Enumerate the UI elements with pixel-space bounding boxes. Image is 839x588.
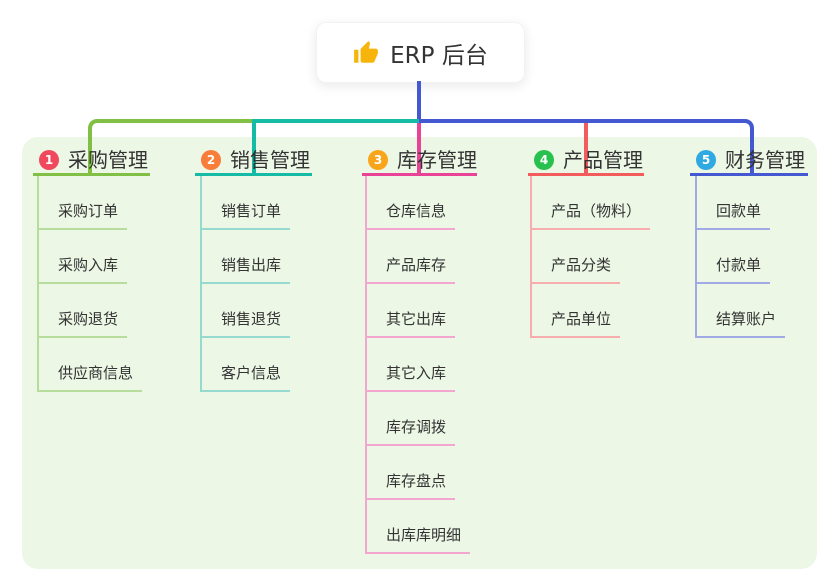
node-stock-transfer[interactable]: 库存调拨: [367, 392, 456, 446]
node-settlement-account[interactable]: 结算账户: [697, 284, 786, 338]
branch-purchase-items: 采购订单 采购入库 采购退货 供应商信息: [37, 176, 143, 392]
node-sales-order[interactable]: 销售订单: [202, 176, 291, 230]
node-other-outbound[interactable]: 其它出库: [367, 284, 456, 338]
thumbs-up-icon: [354, 40, 379, 63]
node-product-unit[interactable]: 产品单位: [532, 284, 621, 338]
connector-branch-finance: [419, 119, 754, 176]
node-outbound-detail[interactable]: 出库库明细: [367, 500, 471, 554]
branch-inventory-label: 库存管理: [397, 147, 477, 172]
node-stock-taking[interactable]: 库存盘点: [367, 446, 456, 500]
branch-inventory-items: 仓库信息 产品库存 其它出库 其它入库 库存调拨 库存盘点 出库库明细: [365, 176, 471, 554]
branches-background-panel: [22, 137, 817, 569]
badge-2: 2: [201, 149, 221, 170]
node-purchase-inbound[interactable]: 采购入库: [39, 230, 128, 284]
branch-purchase-label: 采购管理: [68, 147, 148, 172]
connector-branch-sales: [252, 119, 419, 176]
branch-inventory-header[interactable]: 3 库存管理: [362, 146, 477, 176]
branch-sales: 2 销售管理 销售订单 销售出库 销售退货 客户信息: [195, 146, 312, 392]
branch-product: 4 产品管理 产品（物料） 产品分类 产品单位: [528, 146, 651, 338]
branch-sales-header[interactable]: 2 销售管理: [195, 146, 312, 176]
node-payment-doc[interactable]: 付款单: [697, 230, 771, 284]
node-supplier-info[interactable]: 供应商信息: [39, 338, 143, 392]
connector-root-stem: [417, 81, 421, 121]
connector-branch-product: [584, 123, 588, 176]
node-purchase-return[interactable]: 采购退货: [39, 284, 128, 338]
branch-product-items: 产品（物料） 产品分类 产品单位: [530, 176, 651, 338]
branch-sales-label: 销售管理: [230, 147, 310, 172]
node-sales-return[interactable]: 销售退货: [202, 284, 291, 338]
node-other-inbound[interactable]: 其它入库: [367, 338, 456, 392]
node-sales-outbound[interactable]: 销售出库: [202, 230, 291, 284]
root-label: ERP 后台: [390, 42, 488, 69]
badge-3: 3: [368, 149, 388, 170]
badge-1: 1: [39, 149, 59, 170]
badge-5: 5: [696, 149, 716, 170]
branch-purchase: 1 采购管理 采购订单 采购入库 采购退货 供应商信息: [33, 146, 150, 392]
branch-inventory: 3 库存管理 仓库信息 产品库存 其它出库 其它入库 库存调拨 库存盘点 出库库…: [362, 146, 477, 554]
node-customer-info[interactable]: 客户信息: [202, 338, 291, 392]
root-node[interactable]: ERP 后台: [316, 22, 525, 83]
node-receipt-doc[interactable]: 回款单: [697, 176, 771, 230]
node-warehouse-info[interactable]: 仓库信息: [367, 176, 456, 230]
branch-finance-label: 财务管理: [725, 147, 805, 172]
branch-finance-header[interactable]: 5 财务管理: [690, 146, 808, 176]
node-product-material[interactable]: 产品（物料）: [532, 176, 651, 230]
branch-product-label: 产品管理: [563, 147, 643, 172]
branch-sales-items: 销售订单 销售出库 销售退货 客户信息: [200, 176, 291, 392]
branch-purchase-header[interactable]: 1 采购管理: [33, 146, 150, 176]
connector-branch-purchase: [88, 119, 252, 176]
branch-finance: 5 财务管理 回款单 付款单 结算账户: [690, 146, 808, 338]
branch-product-header[interactable]: 4 产品管理: [528, 146, 644, 176]
node-product-stock[interactable]: 产品库存: [367, 230, 456, 284]
node-purchase-order[interactable]: 采购订单: [39, 176, 128, 230]
connector-branch-inventory: [417, 123, 421, 176]
node-product-category[interactable]: 产品分类: [532, 230, 621, 284]
branch-finance-items: 回款单 付款单 结算账户: [695, 176, 786, 338]
badge-4: 4: [534, 149, 554, 170]
